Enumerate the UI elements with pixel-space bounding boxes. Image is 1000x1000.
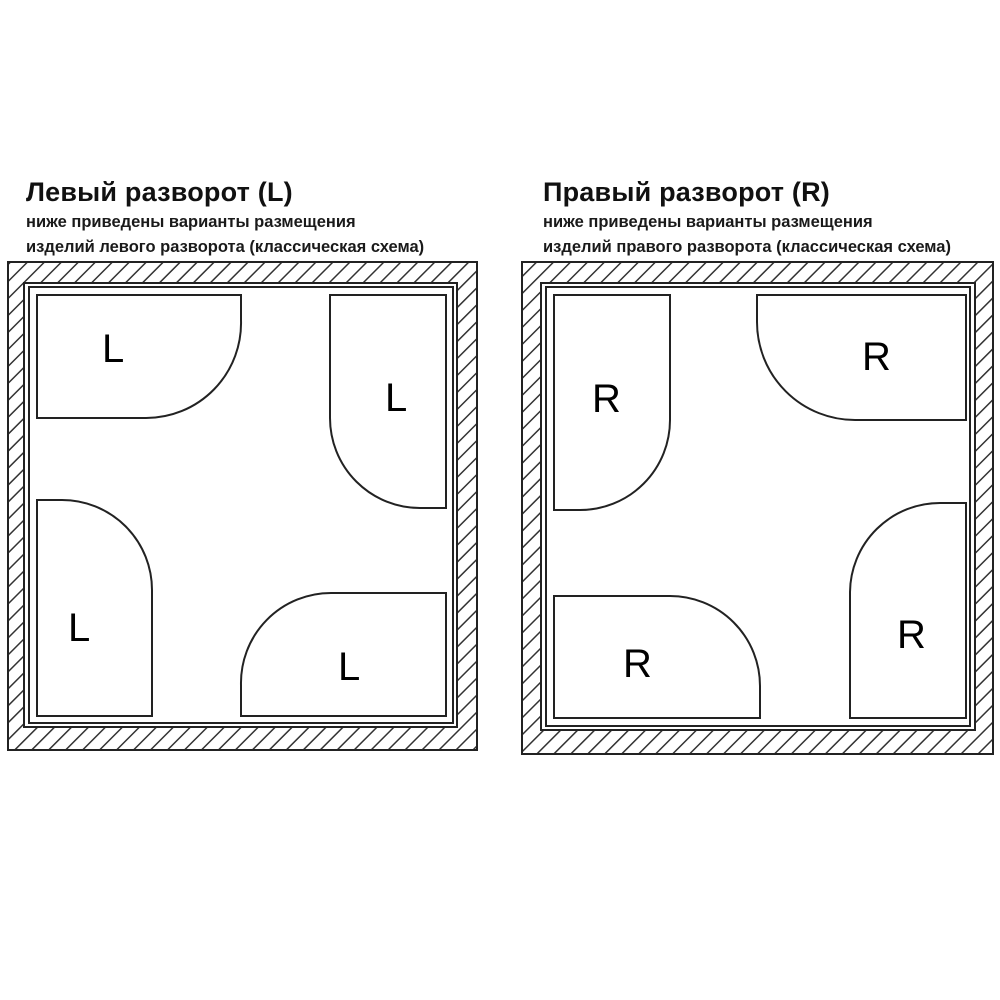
right-panel-title: Правый разворот (R) xyxy=(543,177,830,207)
left-tray-bottom-right xyxy=(239,592,447,717)
right-tray-label-bottom-left: R xyxy=(623,642,652,686)
left-panel-subtitle-line2: изделий левого разворота (классическая с… xyxy=(26,238,425,256)
right-panel-subtitle-line1: ниже приведены варианты размещения xyxy=(543,213,873,231)
right-tray-bottom-left xyxy=(553,595,761,719)
left-room: L L L L xyxy=(7,261,478,751)
left-tray-label-bottom-right: L xyxy=(338,645,360,689)
right-room-hatched-wall xyxy=(521,261,994,755)
right-tray-label-top-left: R xyxy=(592,377,621,421)
left-panel-title: Левый разворот (L) xyxy=(26,177,293,207)
left-tray-bottom-left xyxy=(36,499,153,717)
right-tray-label-top-right: R xyxy=(862,335,891,379)
left-tray-label-top-right: L xyxy=(385,376,407,420)
left-room-hatched-wall xyxy=(7,261,478,751)
left-tray-top-right xyxy=(329,294,447,509)
right-room-inner-line xyxy=(545,286,971,727)
right-tray-label-bottom-right: R xyxy=(897,613,926,657)
left-room-inner-line xyxy=(28,286,454,724)
right-tray-top-left xyxy=(553,294,671,511)
right-panel-subtitle-line2: изделий правого разворота (классическая … xyxy=(543,238,951,256)
left-tray-top-left xyxy=(36,294,243,419)
left-panel-subtitle-line1: ниже приведены варианты размещения xyxy=(26,213,356,231)
left-tray-label-bottom-left: L xyxy=(68,606,90,650)
left-panel-header: Левый разворот (L) ниже приведены вариан… xyxy=(26,174,424,260)
right-panel-header: Правый разворот (R) ниже приведены вариа… xyxy=(543,174,951,260)
right-tray-bottom-right xyxy=(849,502,967,719)
right-tray-top-right xyxy=(756,294,967,421)
right-room: R R R R xyxy=(521,261,994,755)
left-tray-label-top-left: L xyxy=(102,327,124,371)
